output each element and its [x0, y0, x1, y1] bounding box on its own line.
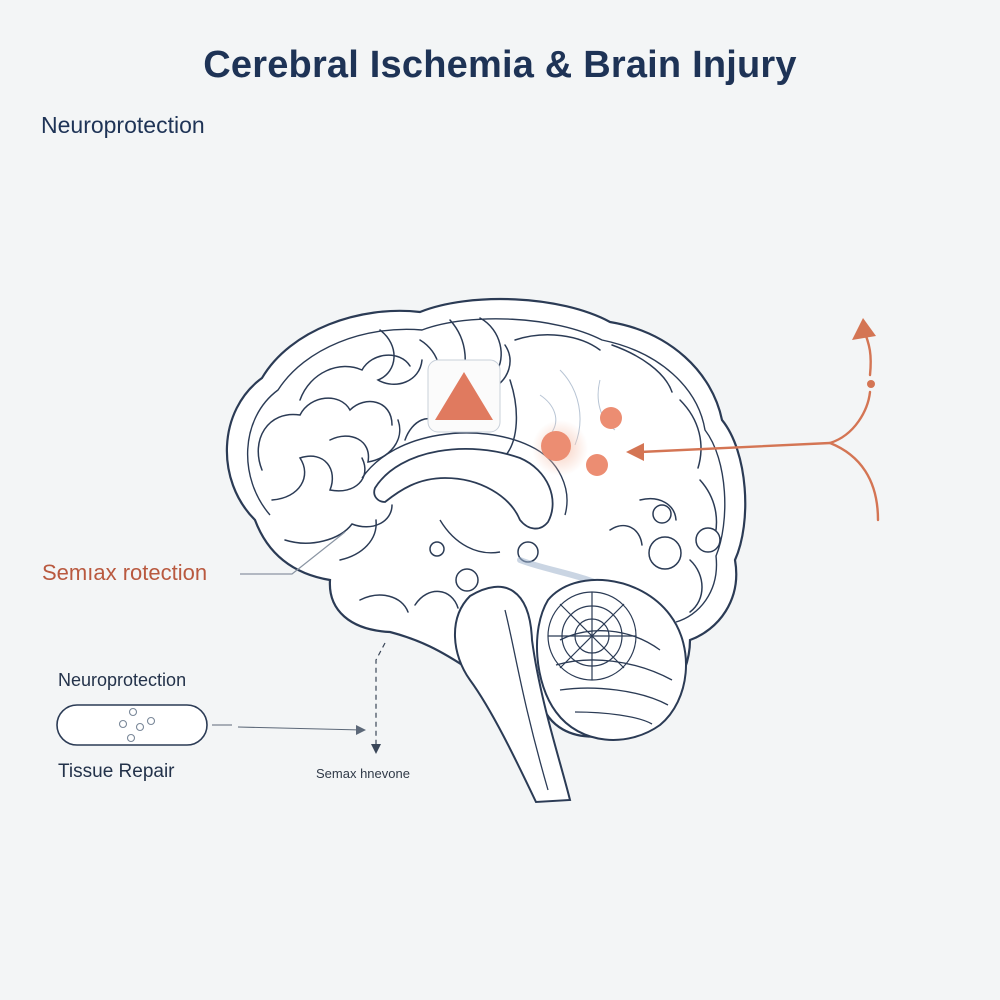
- lateral-ventricle: [361, 432, 568, 516]
- cerebellum: [535, 579, 687, 741]
- callout-leader-line: [240, 531, 346, 575]
- lesion-dot-large: [541, 431, 571, 461]
- capsule-bottom-label: Tissue Repair: [58, 761, 175, 782]
- delivery-arrow-head-left: [626, 443, 644, 461]
- brain-inner-outline: [246, 318, 726, 623]
- callout-label: Semıax rotection: [42, 560, 208, 585]
- bottom-arrow-label: Semax hnevone: [316, 766, 410, 781]
- lesion-dot-top: [600, 407, 622, 429]
- capsule-top-label: Neuroprotection: [58, 670, 187, 690]
- diagram-subtitle: Neuroprotection: [41, 112, 205, 138]
- diagram-title: Cerebral Ischemia & Brain Injury: [203, 44, 797, 86]
- lesion-dot-bottom: [586, 454, 608, 476]
- right-folds: [505, 334, 718, 613]
- dashed-pointer: [375, 642, 386, 744]
- cortex-folds: [257, 317, 511, 613]
- delivery-arrow-head-up: [852, 318, 876, 340]
- corpus-callosum: [373, 448, 554, 530]
- brainstem-inner: [504, 609, 549, 791]
- dashed-pointer-arrowhead: [371, 744, 381, 754]
- brainstem: [454, 585, 572, 804]
- capsule-particles: [118, 707, 156, 743]
- capsule-connector-line: [212, 724, 363, 731]
- thalamus: [439, 519, 501, 554]
- delivery-arrow-dot: [867, 380, 875, 388]
- lesion-triangle: [435, 372, 493, 420]
- capsule: [56, 704, 208, 746]
- deep-nuclei: [429, 504, 721, 592]
- capsule-connector-arrowhead: [356, 725, 366, 735]
